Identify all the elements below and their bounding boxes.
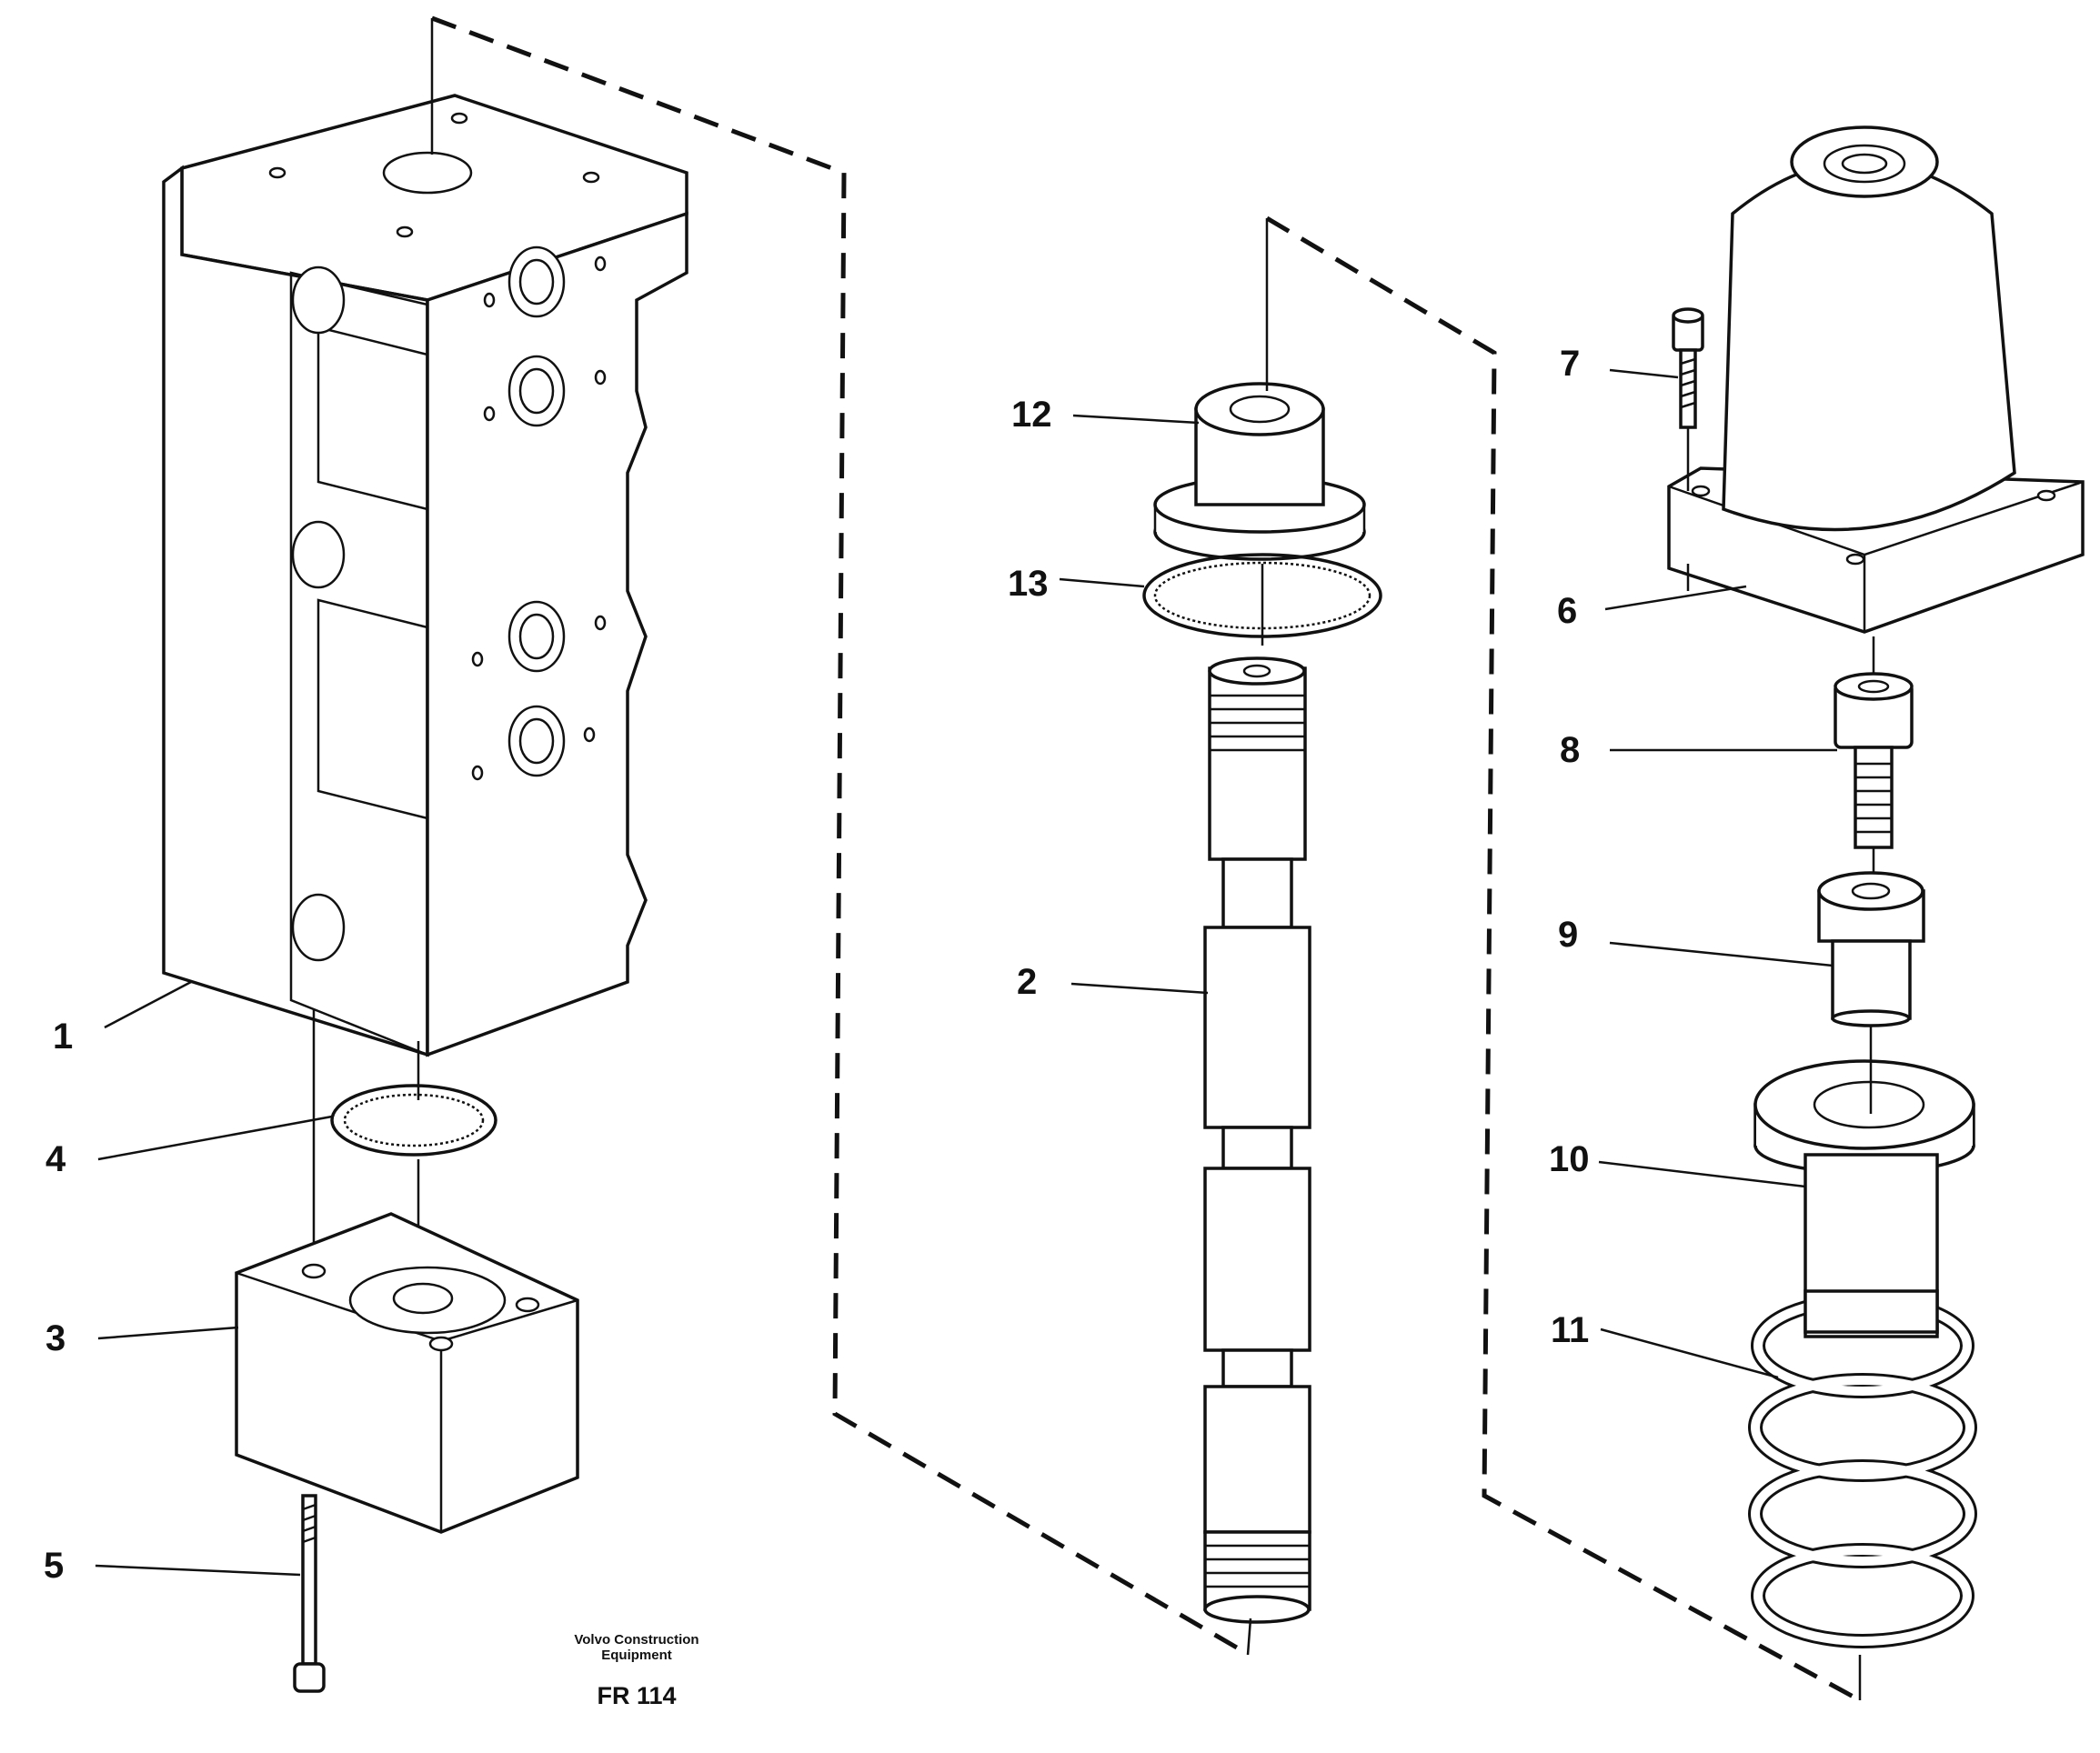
callout-8: 8 [1560,730,1581,770]
spool [1203,656,1311,1624]
callout-10: 10 [1549,1139,1590,1179]
coil-spring [1748,1289,1977,1648]
spring-housing-cap [1667,125,2085,634]
callout-9: 9 [1558,915,1579,955]
leader-lines [95,368,1837,1577]
cap-screw [1834,636,1914,849]
caption-code: FR 114 [597,1682,677,1709]
cover-block [235,1212,579,1534]
caption-line-1: Volvo Construction [574,1632,699,1648]
callout-11: 11 [1551,1310,1590,1350]
spring-guide [1753,1059,1975,1338]
callout-6: 6 [1557,591,1578,631]
small-cap-screw [1672,307,1704,429]
callout-5: 5 [44,1546,65,1586]
caption-line-2: Equipment [601,1648,672,1664]
sleeve [1817,871,1925,1027]
piston-top [1153,382,1366,561]
callout-13: 13 [1008,564,1049,604]
valve-housing [162,94,688,1057]
callout-3: 3 [45,1318,66,1358]
callout-4: 4 [45,1139,66,1179]
callout-12: 12 [1011,395,1052,435]
long-bolt [293,1494,326,1693]
callout-2: 2 [1017,962,1038,1002]
seal-ring-left [330,1084,497,1157]
callout-7: 7 [1560,344,1581,384]
callout-1: 1 [53,1017,74,1057]
dashed-assembly-boundaries [431,15,1862,1703]
caption-company: Volvo Construction Equipment [537,1632,737,1664]
